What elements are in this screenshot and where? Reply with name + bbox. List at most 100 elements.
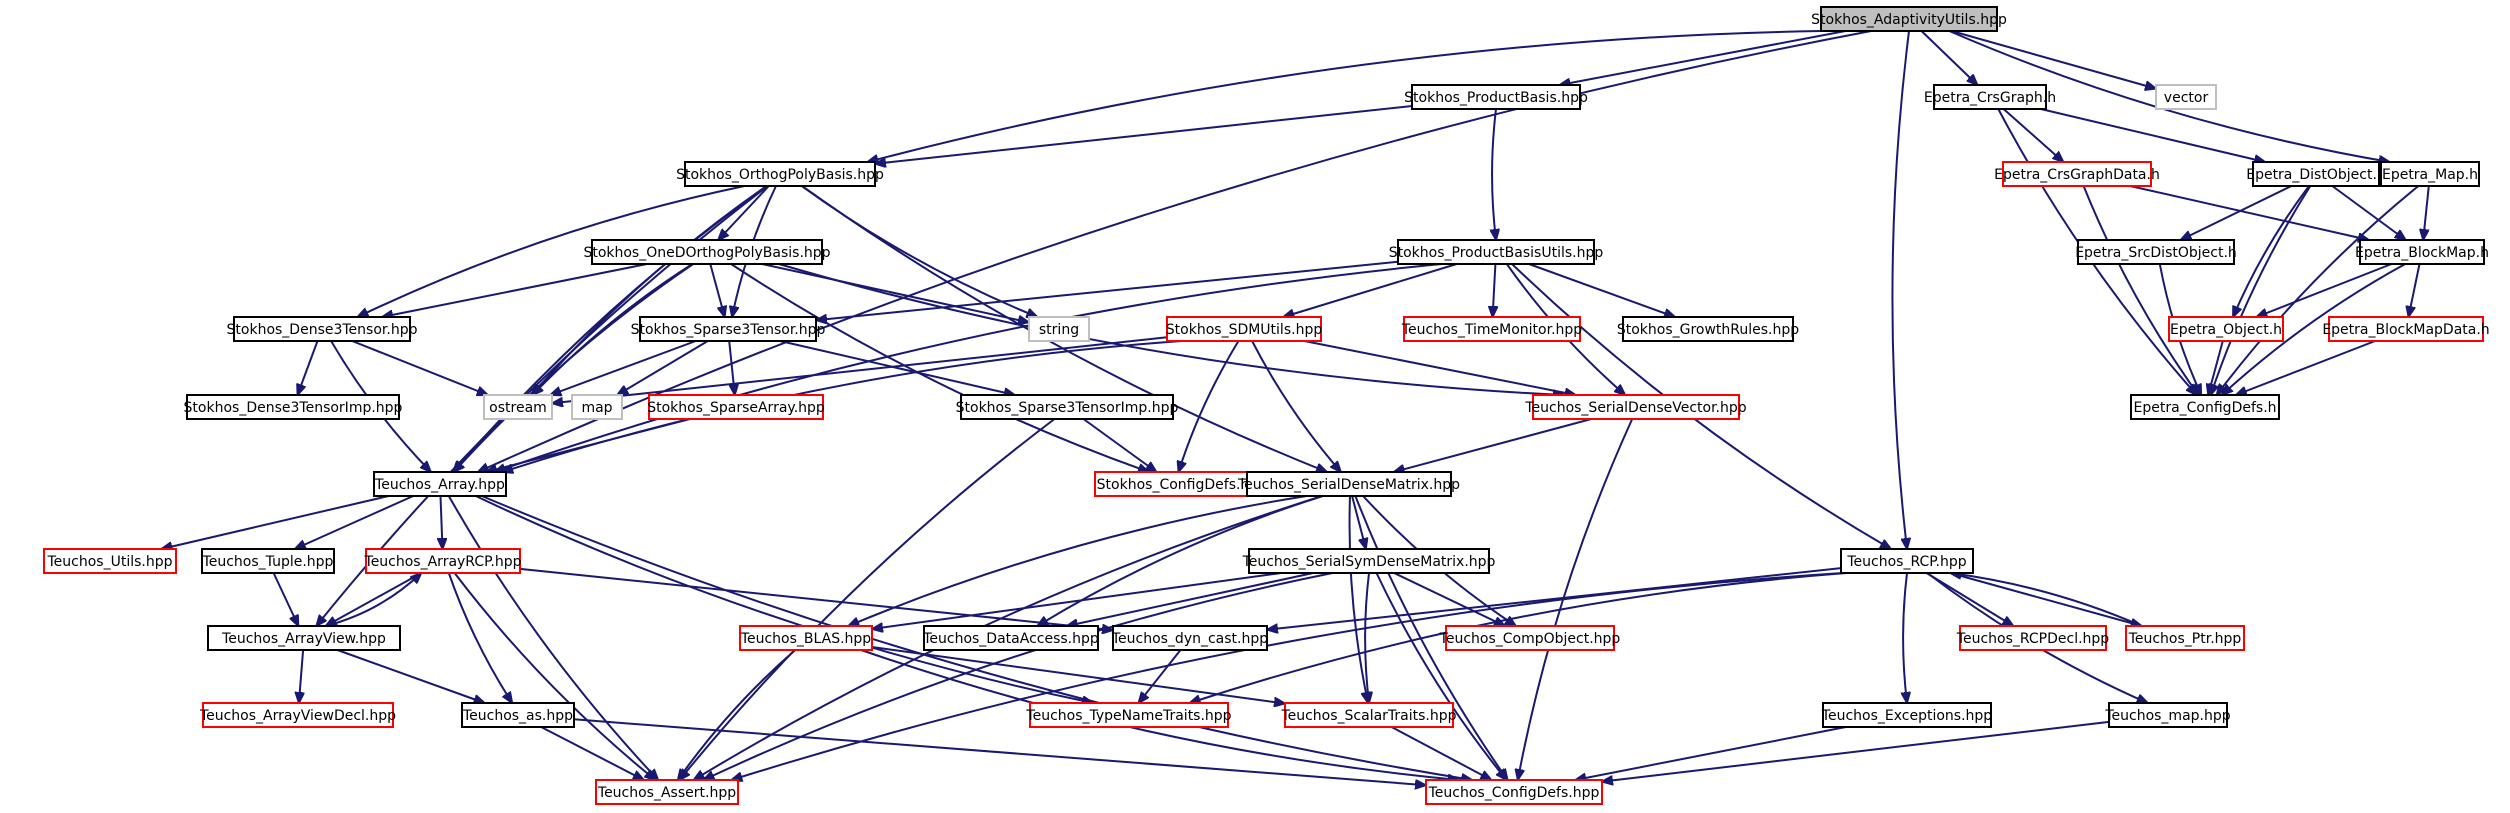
file-node-arrayrcp[interactable]: Teuchos_ArrayRCP.hpp xyxy=(364,548,522,574)
node-box xyxy=(2155,84,2217,110)
file-node-teuchosutils[interactable]: Teuchos_Utils.hpp xyxy=(43,548,177,574)
dependency-edge-serialsymdensematrix-to-teuchosconfigdefs xyxy=(1375,572,1507,780)
file-node-onedortho[interactable]: Stokhos_OneDOrthogPolyBasis.hpp xyxy=(583,239,831,265)
node-label: Stokhos_ConfigDefs.h xyxy=(1097,477,1250,493)
edge-line xyxy=(573,718,1426,785)
node-label: Teuchos_ArrayView.hpp xyxy=(221,631,386,647)
dependency-edge-arrayrcp-to-arrayview xyxy=(326,572,422,626)
file-node-growthrules[interactable]: Stokhos_GrowthRules.hpp xyxy=(1617,316,1799,342)
dependency-edge-serialdensematrix-to-teuchosconfigdefs xyxy=(1354,495,1507,780)
file-node-dense3tensor[interactable]: Stokhos_Dense3Tensor.hpp xyxy=(227,316,418,342)
edge-line xyxy=(1891,30,1909,549)
dependency-edge-crsgraphdata-to-blockmap xyxy=(2129,185,2369,240)
file-node-tuple[interactable]: Teuchos_Tuple.hpp xyxy=(201,548,335,574)
node-box xyxy=(1820,6,1998,32)
file-node-teuchosmap[interactable]: Teuchos_map.hpp xyxy=(2104,702,2231,728)
edge-line xyxy=(2040,108,2265,162)
file-node-sparse3tensor[interactable]: Stokhos_Sparse3Tensor.hpp xyxy=(631,316,826,342)
dependency-edge-serialdensematrix-to-blas xyxy=(848,495,1307,627)
file-node-epetraconfigdefs[interactable]: Epetra_ConfigDefs.h xyxy=(2130,394,2280,420)
file-node-rcpdecl[interactable]: Teuchos_RCPDecl.hpp xyxy=(1956,625,2110,651)
file-node-sparsearray[interactable]: Stokhos_SparseArray.hpp xyxy=(647,394,825,420)
file-node-dataaccess[interactable]: Teuchos_DataAccess.hpp xyxy=(922,625,1099,651)
edge-line xyxy=(326,572,422,626)
file-node-teuchosas[interactable]: Teuchos_as.hpp xyxy=(461,702,575,728)
file-node-exceptions[interactable]: Teuchos_Exceptions.hpp xyxy=(1821,702,1992,728)
dependency-edge-productbasisutils-to-growthrules xyxy=(1528,263,1675,317)
file-node-srcdistobject[interactable]: Epetra_SrcDistObject.h xyxy=(2075,239,2237,265)
file-node-sdmutils[interactable]: Stokhos_SDMUtils.hpp xyxy=(1166,316,1323,342)
file-node-compobject[interactable]: Teuchos_CompObject.hpp xyxy=(1439,625,1621,651)
file-node-scalartraits[interactable]: Teuchos_ScalarTraits.hpp xyxy=(1280,702,1457,728)
file-node-arrayviewdecl[interactable]: Teuchos_ArrayViewDecl.hpp xyxy=(199,702,396,728)
file-node-map[interactable]: Epetra_Map.h xyxy=(2380,161,2480,187)
node-label: Teuchos_SerialDenseVector.hpp xyxy=(1524,400,1746,416)
node-box xyxy=(365,548,521,574)
file-node-sparse3tensorimp[interactable]: Stokhos_Sparse3TensorImp.hpp xyxy=(956,394,1179,420)
node-label: map xyxy=(581,400,612,416)
node-box xyxy=(43,548,177,574)
file-node-serialsymdensematrix[interactable]: Teuchos_SerialSymDenseMatrix.hpp xyxy=(1242,548,1496,574)
file-node-ostream: ostream xyxy=(483,394,553,420)
file-node-crsgraph[interactable]: Epetra_CrsGraph.h xyxy=(1924,84,2056,110)
dependency-edge-exceptions-to-teuchosconfigdefs xyxy=(1575,726,1846,780)
node-box xyxy=(483,394,553,420)
file-node-stdmap: map xyxy=(571,394,623,420)
file-node-blockmap[interactable]: Epetra_BlockMap.h xyxy=(2355,239,2489,265)
node-label: Teuchos_TypeNameTraits.hpp xyxy=(1025,708,1231,724)
dependency-edge-sdmutils-to-serialdensevector xyxy=(1304,340,1575,395)
edge-line xyxy=(2082,185,2199,395)
file-node-teuchosassert[interactable]: Teuchos_Assert.hpp xyxy=(595,779,739,805)
edge-line xyxy=(441,495,443,549)
dependency-edge-arrayrcp-to-dyncast xyxy=(519,567,1113,630)
node-label: Stokhos_SDMUtils.hpp xyxy=(1166,322,1323,338)
file-node-crsgraphdata[interactable]: Epetra_CrsGraphData.h xyxy=(1994,161,2160,187)
dependency-edge-rcp-to-typenametraits xyxy=(1190,572,1847,703)
file-node-blockmapdata[interactable]: Epetra_BlockMapData.h xyxy=(2322,316,2490,342)
dependency-edge-orthopoly-to-onedortho xyxy=(718,185,770,240)
file-node-serialdensematrix[interactable]: Teuchos_SerialDenseMatrix.hpp xyxy=(1237,471,1460,497)
file-node-teuchosconfigdefs[interactable]: Teuchos_ConfigDefs.hpp xyxy=(1425,779,1603,805)
dependency-edge-serialsymdensematrix-to-teuchosassert xyxy=(704,572,1333,780)
node-label: Epetra_SrcDistObject.h xyxy=(2075,245,2237,261)
edge-line xyxy=(1602,720,2110,782)
file-node-productbasisutils[interactable]: Stokhos_ProductBasisUtils.hpp xyxy=(1389,239,1604,265)
file-node-teuchosarray[interactable]: Teuchos_Array.hpp xyxy=(373,471,507,497)
edge-line xyxy=(2217,185,2420,395)
node-label: Stokhos_Sparse3TensorImp.hpp xyxy=(956,400,1179,416)
file-node-orthopoly[interactable]: Stokhos_OrthogPolyBasis.hpp xyxy=(676,161,884,187)
node-box xyxy=(1445,625,1615,651)
file-node-typenametraits[interactable]: Teuchos_TypeNameTraits.hpp xyxy=(1025,702,1232,728)
file-node-timemonitor[interactable]: Teuchos_TimeMonitor.hpp xyxy=(1401,316,1582,342)
edge-line xyxy=(1950,573,2143,627)
file-node-stokhosconfigdefs[interactable]: Stokhos_ConfigDefs.h xyxy=(1094,471,1252,497)
node-label: Teuchos_Tuple.hpp xyxy=(202,554,334,570)
node-label: Epetra_Object.h xyxy=(2170,322,2282,338)
node-label: Stokhos_Dense3TensorImp.hpp xyxy=(184,400,403,416)
file-node-rcp[interactable]: Teuchos_RCP.hpp xyxy=(1840,548,1974,574)
dependency-edge-blas-to-scalartraits xyxy=(871,646,1285,704)
dependency-edge-serialdensevector-to-teuchosconfigdefs xyxy=(1518,418,1634,780)
node-box xyxy=(1622,316,1794,342)
node-label: Teuchos_TimeMonitor.hpp xyxy=(1401,322,1582,338)
file-node-dyncast[interactable]: Teuchos_dyn_cast.hpp xyxy=(1111,625,1268,651)
file-node-string: string xyxy=(1028,316,1090,342)
edge-line xyxy=(540,726,644,780)
file-node-ptr[interactable]: Teuchos_Ptr.hpp xyxy=(2125,625,2245,651)
file-node-blas[interactable]: Teuchos_BLAS.hpp xyxy=(739,625,873,651)
file-node-serialdensevector[interactable]: Teuchos_SerialDenseVector.hpp xyxy=(1524,394,1747,420)
edge-line xyxy=(1351,495,1366,549)
edge-line xyxy=(299,649,303,703)
file-node-epetraobject[interactable]: Epetra_Object.h xyxy=(2168,316,2284,342)
file-node-productbasis[interactable]: Stokhos_ProductBasis.hpp xyxy=(1404,84,1588,110)
file-node-dense3tensorimp[interactable]: Stokhos_Dense3TensorImp.hpp xyxy=(184,394,403,420)
edge-line xyxy=(867,30,1822,162)
file-node-distobject[interactable]: Epetra_DistObject.h xyxy=(2246,161,2386,187)
edge-line xyxy=(1179,340,1240,472)
edge-line xyxy=(382,263,648,317)
file-node-arrayview[interactable]: Teuchos_ArrayView.hpp xyxy=(207,625,401,651)
edge-line xyxy=(1082,418,1157,472)
node-label: Epetra_CrsGraph.h xyxy=(1924,90,2056,106)
node-box xyxy=(1822,702,1992,728)
file-node-adaptivity[interactable]: Stokhos_AdaptivityUtils.hpp xyxy=(1811,6,2007,32)
